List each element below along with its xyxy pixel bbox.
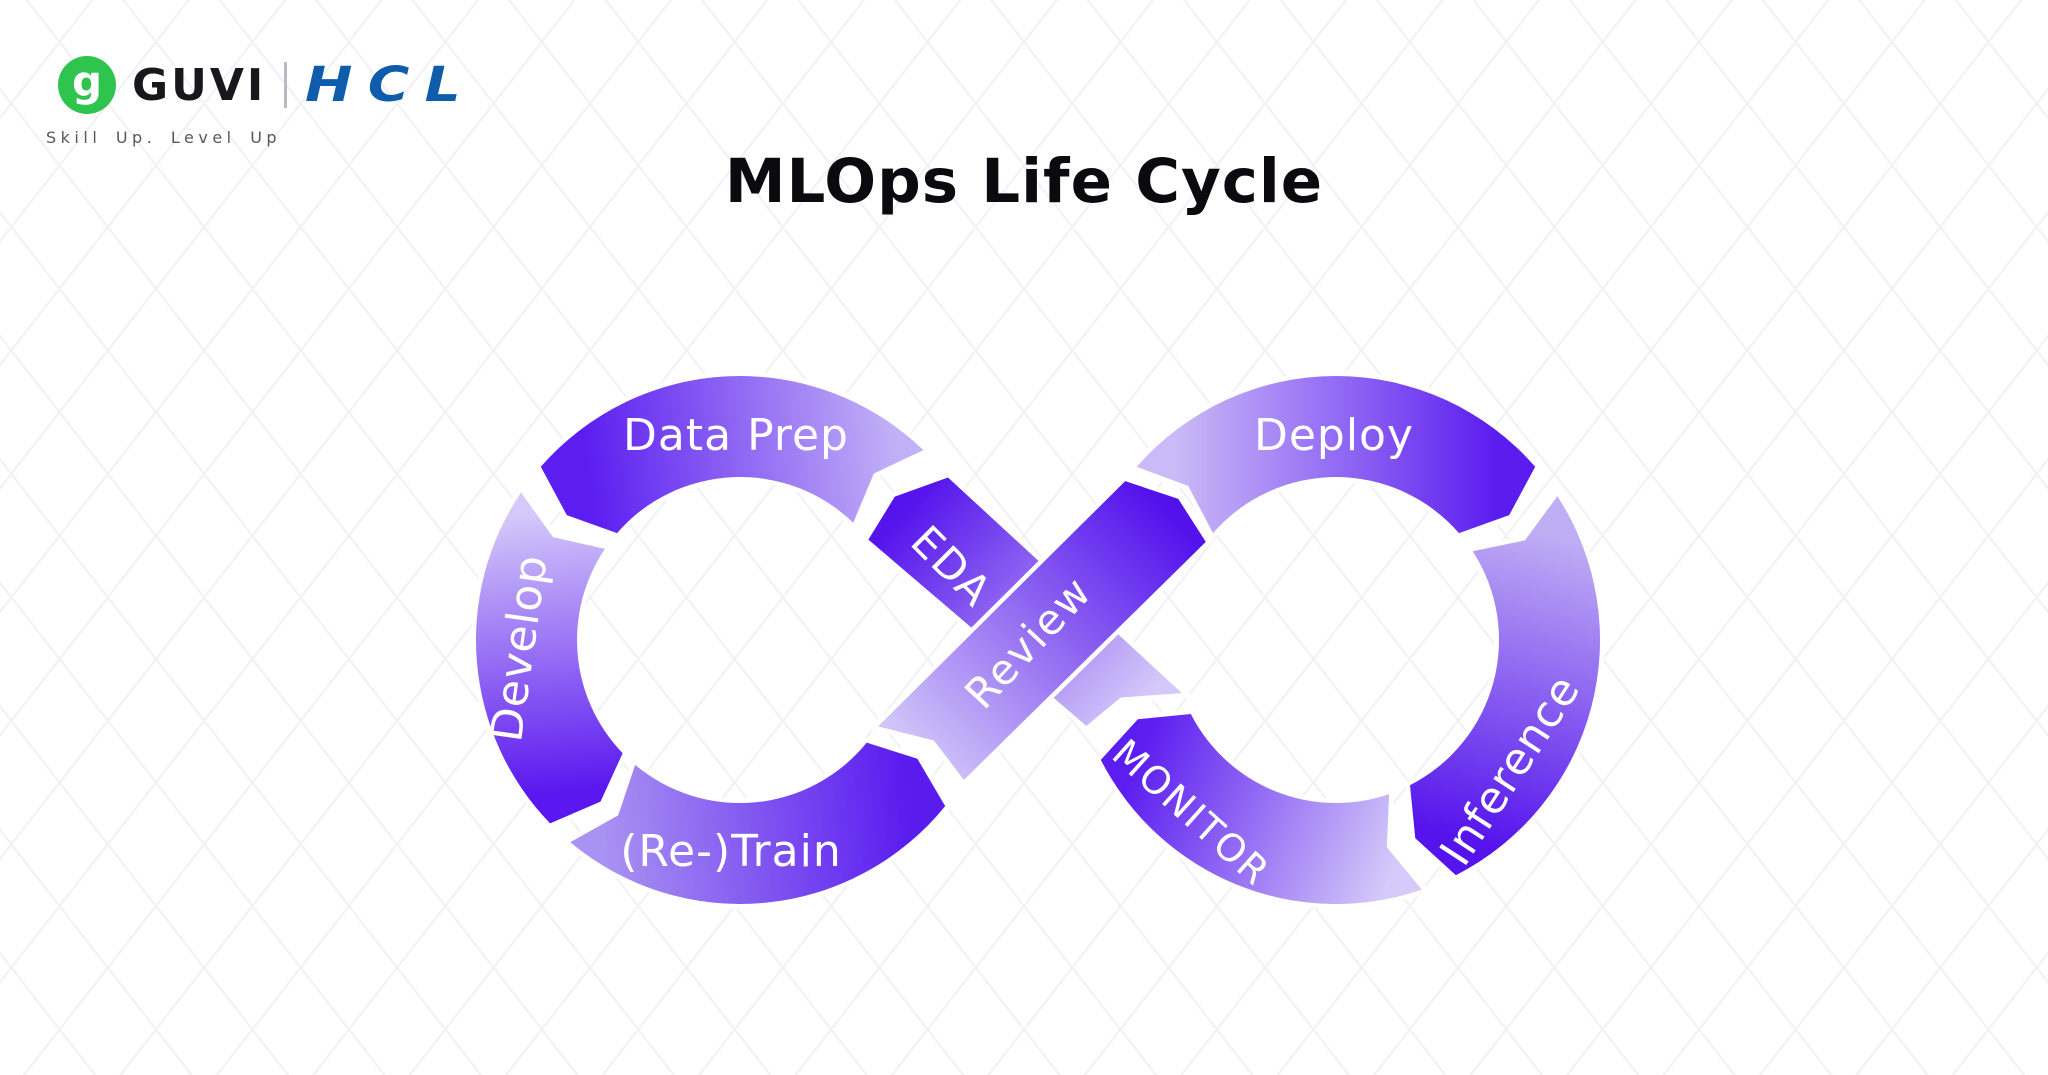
segment-review bbox=[869, 475, 1212, 787]
guvi-brand-text: GUVI bbox=[132, 59, 267, 111]
hcl-brand-text: HCL bbox=[305, 57, 477, 113]
guvi-logo-icon: g bbox=[58, 56, 116, 114]
segment-retrain bbox=[562, 737, 951, 909]
logo-divider bbox=[284, 62, 288, 108]
guvi-hcl-logo: g GUVI HCL Skill Up. Level Up bbox=[44, 56, 461, 147]
segment-retrain-label: (Re-)Train bbox=[620, 826, 841, 877]
segment-data-prep-label: Data Prep bbox=[623, 410, 849, 461]
segment-inference bbox=[1405, 488, 1605, 881]
segment-deploy bbox=[1129, 371, 1541, 542]
segment-monitor bbox=[1095, 709, 1430, 909]
logo-tagline: Skill Up. Level Up bbox=[46, 128, 282, 147]
page-title: MLOps Life Cycle bbox=[724, 146, 1324, 217]
segment-develop bbox=[471, 484, 629, 829]
segment-deploy-label: Deploy bbox=[1254, 410, 1414, 461]
segment-data-prep bbox=[535, 371, 932, 539]
